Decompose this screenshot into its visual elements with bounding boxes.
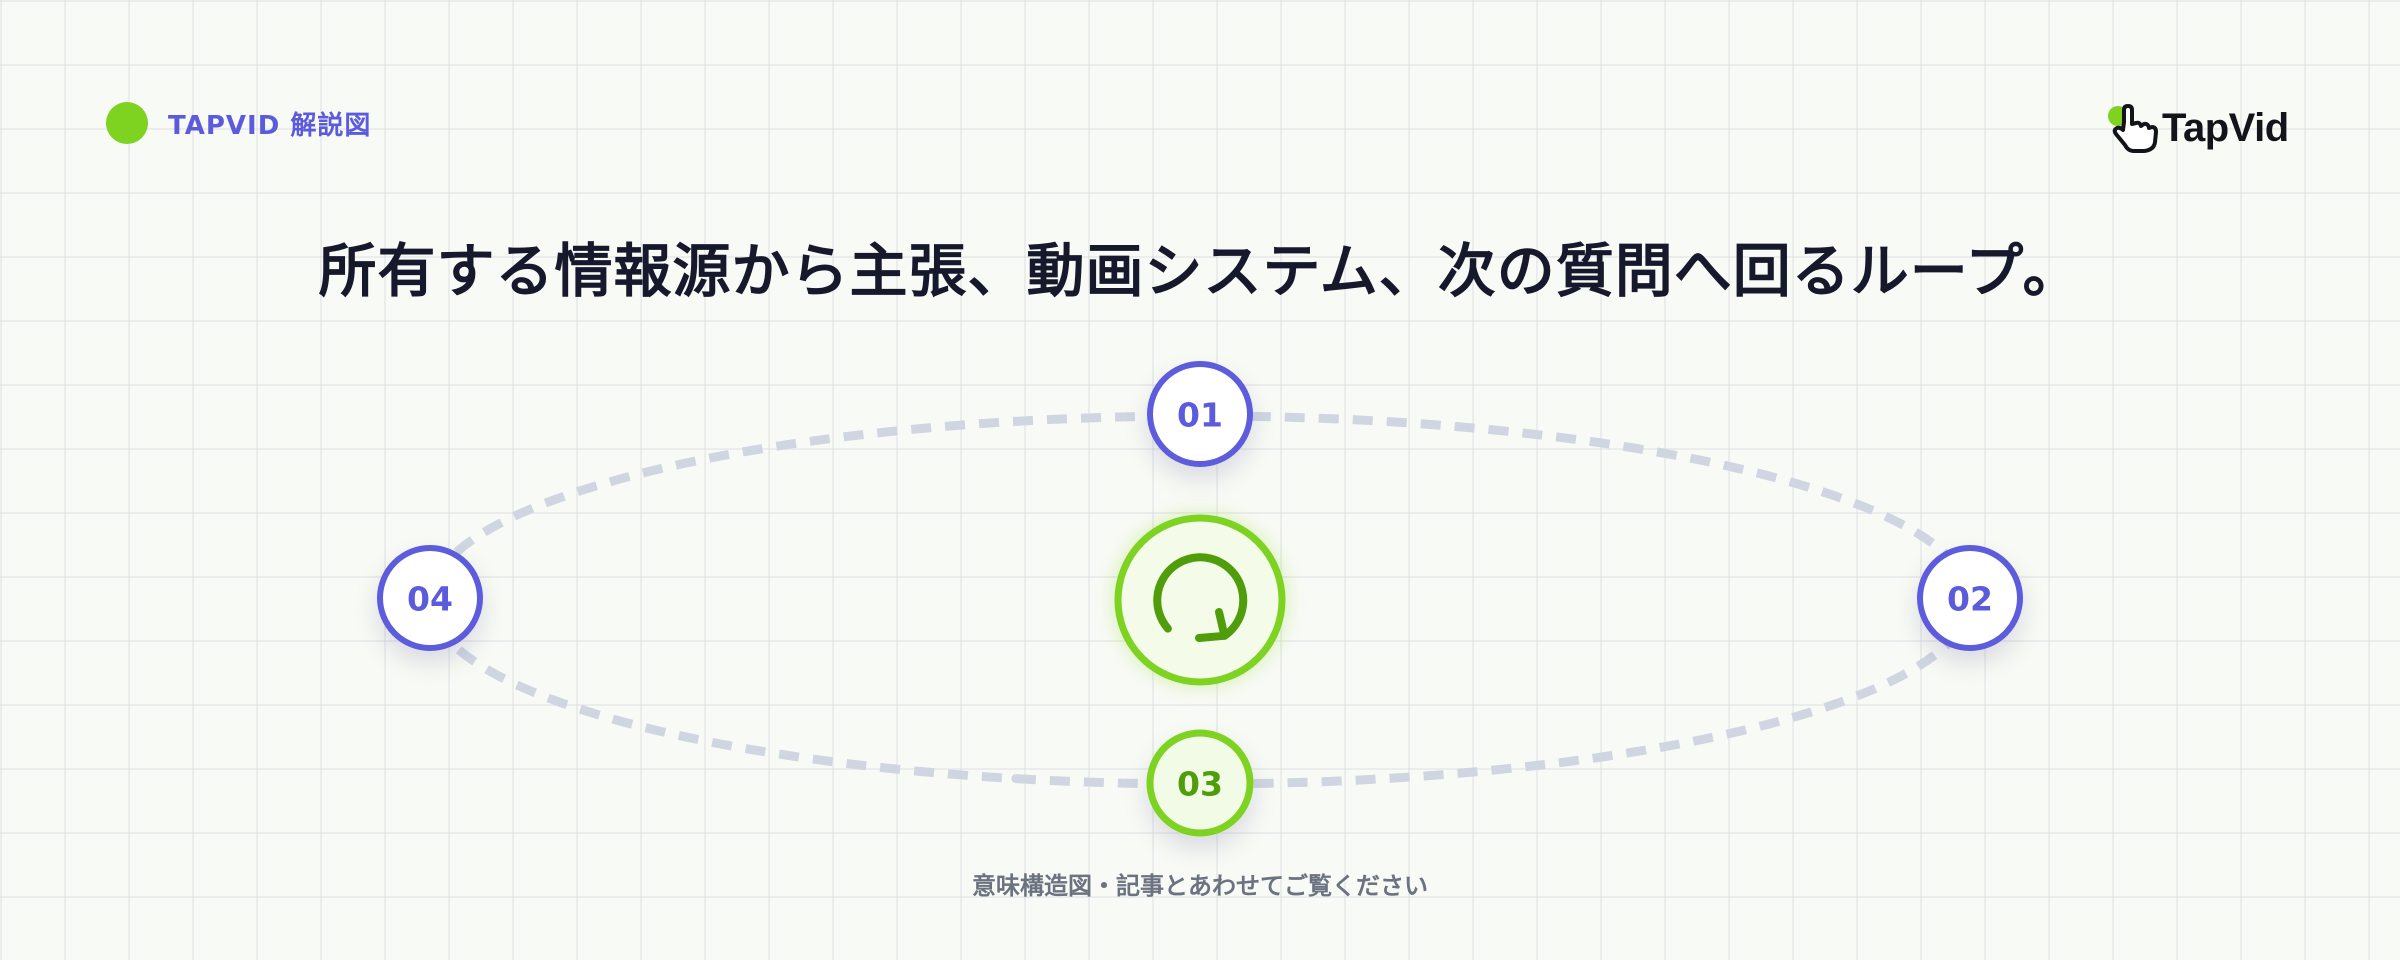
center-loop-node — [1114, 514, 1286, 686]
pointing-hand-icon — [2108, 104, 2158, 153]
brand-badge: TAPVID 解説図 — [106, 102, 371, 144]
step-label-02: 02 — [1947, 580, 1993, 619]
step-node-03[interactable] — [1146, 729, 1254, 837]
step-label-04: 04 — [407, 580, 453, 619]
brand-label: TAPVID 解説図 — [168, 110, 372, 141]
step-node-01[interactable] — [1147, 361, 1253, 467]
page-title: 所有する情報源から主張、動画システム、次の質問へ回るループ。 — [318, 237, 2082, 305]
tapvid-logo[interactable]: TapVid — [2104, 100, 2289, 156]
step-node-04[interactable] — [377, 545, 483, 651]
brand-dot — [106, 102, 148, 144]
step-label-03: 03 — [1177, 765, 1223, 804]
loop-arrow-icon — [1153, 553, 1248, 642]
step-label-01: 01 — [1177, 396, 1223, 435]
diagram-caption: 意味構造図・記事とあわせてご覧ください — [972, 872, 1428, 900]
step-node-02[interactable] — [1917, 545, 2023, 651]
logo-wordmark: TapVid — [2162, 105, 2289, 150]
